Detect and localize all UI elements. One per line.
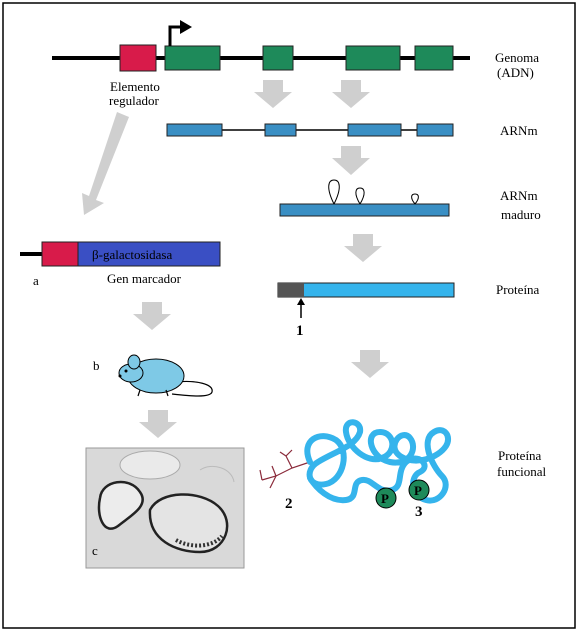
- number-3: 3: [415, 504, 423, 520]
- elemento-regulador-label-1: Elemento: [110, 79, 160, 94]
- beta-galactosidase-gene: [77, 241, 221, 267]
- folded-protein: [304, 419, 452, 504]
- arrow-marker-to-mouse: [133, 302, 171, 330]
- arrow-mature-to-protein: [344, 234, 382, 262]
- mrna-exon-1: [166, 123, 223, 137]
- marker-a: a: [33, 273, 39, 288]
- cleavage-arrow: [297, 298, 305, 318]
- number-2: 2: [285, 496, 293, 512]
- mrna-exon-4: [416, 123, 454, 137]
- arrow-genome-to-mrna-2: [332, 80, 370, 108]
- exon-4: [414, 45, 454, 71]
- adn-label: (ADN): [497, 65, 534, 80]
- number-1: 1: [296, 323, 304, 339]
- arnm-maduro-label-2: maduro: [501, 207, 541, 222]
- splice-loops: [328, 179, 419, 205]
- arrow-genome-to-mrna-1: [254, 80, 292, 108]
- arrow-protein-to-functional: [351, 350, 389, 378]
- marker-c: c: [92, 543, 98, 558]
- phosphate-2-label: P: [414, 483, 422, 498]
- arrow-mrna-to-mature: [332, 146, 370, 175]
- marker-regulatory-element: [41, 241, 79, 267]
- phosphate-2: P: [408, 479, 430, 501]
- regulatory-element: [119, 44, 157, 72]
- protein-bar: [277, 282, 455, 298]
- phosphate-1: P: [375, 487, 397, 509]
- elemento-regulador-label-2: regulador: [109, 93, 159, 108]
- arnm-label: ARNm: [500, 123, 538, 138]
- phosphate-1-label: P: [381, 491, 389, 506]
- arnm-maduro-label-1: ARNm: [500, 188, 538, 203]
- mrna-exon-3: [347, 123, 402, 137]
- genoma-label: Genoma: [495, 50, 539, 65]
- proteina-funcional-label-1: Proteína: [498, 448, 542, 463]
- promoter-arrow-icon: [168, 20, 192, 46]
- exon-2: [262, 45, 294, 71]
- arrow-regulator-to-marker: [82, 112, 129, 215]
- tissue-section-image: [85, 447, 245, 569]
- mature-mrna: [279, 203, 450, 217]
- gen-marcador-label: Gen marcador: [107, 271, 182, 286]
- glycan-chain: [259, 449, 311, 489]
- exon-1: [164, 45, 221, 71]
- arrow-mouse-to-tissue: [139, 410, 177, 438]
- mrna-exon-2: [264, 123, 297, 137]
- mouse-icon: [118, 354, 213, 397]
- proteina-label: Proteína: [496, 282, 540, 297]
- beta-galactosidasa-label: β-galactosidasa: [92, 247, 172, 262]
- exon-3: [345, 45, 401, 71]
- signal-peptide: [278, 283, 304, 297]
- marker-b: b: [93, 358, 100, 373]
- proteina-funcional-label-2: funcional: [497, 464, 546, 479]
